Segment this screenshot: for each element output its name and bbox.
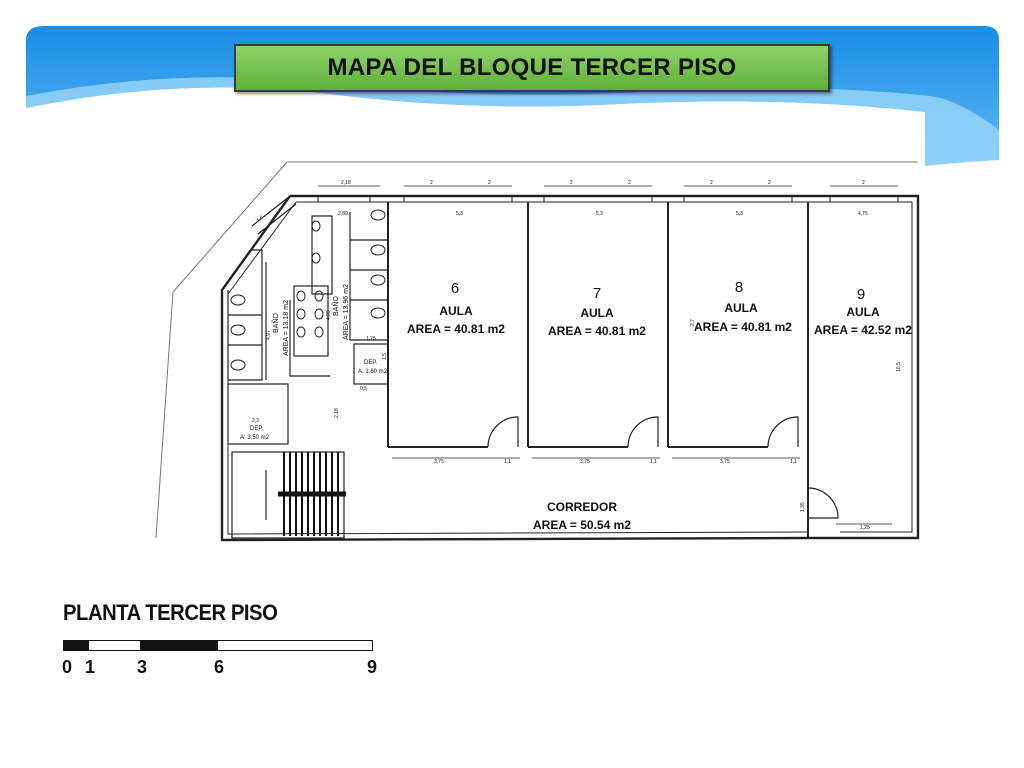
dimension-label: 2,18 [341, 180, 351, 186]
dimension-label: 4,89 [326, 310, 332, 320]
scale-bar [63, 640, 373, 651]
bathroom-area: AREA = 13.18 m2 [283, 300, 290, 356]
plan-caption: PLANTA TERCER PISO [63, 600, 278, 625]
scale-tick: 3 [137, 657, 148, 677]
door-arc [807, 487, 839, 519]
dimension-label: 2 [768, 180, 771, 186]
dimension-label: 5,3 [596, 211, 603, 217]
dimension-label: 2,18 [334, 408, 340, 418]
windows-top [317, 195, 899, 203]
room-area: AREA = 40.81 m2 [407, 322, 505, 336]
dimension-label: 3,75 [720, 459, 730, 465]
room-type: AULA [439, 304, 473, 318]
dimension-label: 2,7 [690, 319, 696, 326]
dimension-label: 1,6 [255, 214, 264, 223]
outer-wall-inner [227, 201, 913, 535]
dimension-label: 4,97 [266, 330, 272, 340]
dimension-label: 2 [570, 180, 573, 186]
room-type: AULA [724, 301, 758, 315]
storage-name: DEP. [364, 360, 378, 366]
corridor-area: AREA = 50.54 m2 [533, 518, 631, 532]
site-boundary-left [155, 291, 174, 539]
scale-tick: 9 [367, 657, 378, 677]
dimension-label: 2 [430, 180, 433, 186]
door-arc [487, 416, 519, 448]
door-arc [767, 416, 799, 448]
dimension-label: 1,1 [790, 459, 797, 465]
dimension-label: 4,75 [858, 211, 868, 217]
dimension-label: 2 [628, 180, 631, 186]
dimension-label: 1,1 [504, 459, 511, 465]
room-number: 9 [857, 286, 865, 303]
bathroom-name: BAÑO [271, 313, 280, 333]
dimension-label: 1,1 [650, 459, 657, 465]
storage-name: DEP. [250, 426, 264, 432]
dimension-label: 1,25 [366, 336, 376, 342]
bathroom-block [227, 195, 389, 445]
toilet-fixtures [230, 209, 386, 371]
room-type: AULA [846, 305, 880, 319]
bathroom-area: AREA = 13.96 m2 [343, 284, 350, 340]
corridor-name: CORREDOR [547, 500, 617, 514]
room-area: AREA = 40.81 m2 [694, 320, 792, 334]
scale-tick: 1 [85, 657, 96, 677]
stair-treads [278, 452, 346, 536]
room-number: 6 [451, 280, 459, 297]
dimension-label: 0,5 [360, 386, 367, 392]
header-highlight [26, 77, 999, 166]
dimension-lines [318, 185, 898, 525]
room-number: 8 [735, 279, 743, 296]
door-arc [627, 416, 659, 448]
dimension-label: 1,25 [860, 525, 870, 531]
room-type: AULA [580, 306, 614, 320]
room-area: AREA = 42.52 m2 [814, 323, 912, 337]
dimension-label: 2,3 [252, 418, 259, 424]
bathroom-name: BAÑO [331, 296, 340, 316]
dimension-label: 3,75 [580, 459, 590, 465]
room-number: 7 [593, 285, 601, 302]
scale-tick: 0 [62, 657, 73, 677]
dimension-label: 10,5 [896, 362, 902, 372]
dimension-label: 3,75 [434, 459, 444, 465]
dimension-label: 2 [862, 180, 865, 186]
scale-segment [64, 641, 89, 650]
scale-tick: 6 [214, 657, 225, 677]
dimension-label: 5,3 [456, 211, 463, 217]
slide-title: MAPA DEL BLOQUE TERCER PISO [327, 54, 737, 81]
site-boundary [172, 161, 918, 293]
title-box: MAPA DEL BLOQUE TERCER PISO [234, 44, 830, 92]
dimension-label: 5,3 [736, 211, 743, 217]
room-area: AREA = 40.81 m2 [548, 324, 646, 338]
storage-area: A: 1.60 m2 [358, 369, 388, 375]
dimension-label: 1,5 [382, 353, 388, 360]
dimension-label: 2,89 [338, 211, 348, 217]
storage-area: A: 3.50 m2 [240, 435, 270, 441]
scale-segment [140, 641, 218, 650]
dimension-label: 1,35 [800, 502, 806, 512]
dimension-label: 2 [710, 180, 713, 186]
dimension-label: 2 [488, 180, 491, 186]
